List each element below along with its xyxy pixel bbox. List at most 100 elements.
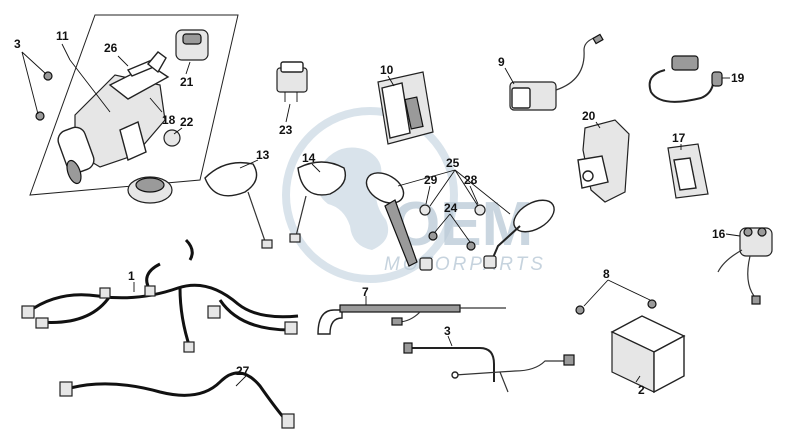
ignition-cylinder <box>57 126 95 174</box>
sub-harness <box>59 371 295 429</box>
lock-set-frame <box>29 14 239 196</box>
fuse-box-lid <box>673 157 697 191</box>
ignition-key-slot <box>66 159 82 185</box>
harness-trunk <box>27 283 299 319</box>
coil-cable <box>648 69 714 103</box>
spark-plug-cable <box>317 304 506 335</box>
callout-19: 19 <box>731 71 745 85</box>
callout-2: 2 <box>638 383 645 397</box>
flasher-front <box>511 87 531 109</box>
callout-24: 24 <box>444 201 458 215</box>
relay <box>276 61 308 102</box>
main-harness <box>21 238 299 353</box>
battery-cable-ring <box>451 371 459 379</box>
mirror-washer-24b <box>466 241 476 251</box>
fuel-cap-top <box>135 177 165 193</box>
battery-cable-lower <box>454 360 565 376</box>
callout-26: 26 <box>104 41 118 55</box>
mount-screw-b <box>35 111 45 121</box>
leader-lines <box>21 43 741 387</box>
harness-branch-a <box>39 295 112 324</box>
lock-knob <box>163 129 181 147</box>
battery <box>575 299 686 394</box>
callout-21: 21 <box>180 75 194 89</box>
callout-29: 29 <box>424 173 438 187</box>
callout-10: 10 <box>380 63 394 77</box>
cdi-face <box>381 82 411 139</box>
callout-23: 23 <box>279 123 293 137</box>
callout-3-lock: 3 <box>14 37 21 51</box>
callout-7: 7 <box>362 285 369 299</box>
callout-28: 28 <box>464 173 478 187</box>
spark-plug-terminal <box>391 317 403 326</box>
harness-plug-d <box>207 305 221 319</box>
starter-relay <box>577 119 630 203</box>
sub-harness-plug-b <box>281 413 295 429</box>
coil-cap <box>711 71 723 87</box>
flasher-relay <box>509 33 604 111</box>
relay-top <box>280 61 304 73</box>
callout-16: 16 <box>712 227 726 241</box>
mirror-assembly-left <box>365 172 433 271</box>
regulator <box>717 227 773 305</box>
starter-relay-housing <box>577 155 609 189</box>
mirror-assembly-left-arm <box>384 199 418 267</box>
harness-plug-c <box>284 321 298 335</box>
starter-relay-hole <box>582 170 594 182</box>
mirror-left-glass <box>204 161 258 197</box>
callout-20: 20 <box>582 109 596 123</box>
mirror-right <box>289 161 347 243</box>
mirror-assembly-right-glass <box>513 199 555 233</box>
harness-branch-c <box>218 299 291 332</box>
battery-cable-loop <box>410 347 495 382</box>
sub-harness-plug-a <box>59 381 73 397</box>
callout-14: 14 <box>302 151 316 165</box>
spark-plug-lead <box>339 304 461 313</box>
mirror-small-parts <box>419 204 486 251</box>
harness-plug-b <box>35 317 49 329</box>
mirror-left-base <box>261 239 273 249</box>
watermark-logo-text: OEM <box>392 190 533 259</box>
mirror-bolt-29 <box>419 204 431 216</box>
watermark-globe-ring <box>282 107 458 283</box>
harness-plug-a <box>21 305 35 319</box>
battery-cable-branch <box>499 371 509 393</box>
mirror-assembly-left-nut <box>419 257 433 271</box>
ignition-coil <box>648 55 723 103</box>
callout-8: 8 <box>603 267 610 281</box>
flasher-terminal <box>592 33 604 45</box>
mirror-right-base <box>289 233 301 243</box>
mirror-left <box>204 161 273 249</box>
callout-18: 18 <box>162 113 176 127</box>
mirror-bolt-28 <box>474 204 486 216</box>
cdi-connector <box>404 96 424 130</box>
callout-17: 17 <box>672 131 686 145</box>
mirror-assembly-left-glass <box>365 172 405 204</box>
seat-lock-cap-top <box>182 33 202 45</box>
callout-3-cable: 3 <box>444 324 451 338</box>
spark-plug-cap <box>317 309 343 335</box>
battery-cable-terminal-a <box>403 342 413 354</box>
harness-plug-f <box>99 287 111 299</box>
mirror-left-stem <box>247 191 267 245</box>
battery-cable <box>403 342 575 393</box>
ignition-lock-set <box>29 14 239 204</box>
regulator-wire-b <box>747 255 755 297</box>
harness-plug-e <box>183 341 195 353</box>
mirror-assembly-right-arm <box>491 225 521 261</box>
harness-plug-g <box>144 285 156 297</box>
callout-27: 27 <box>236 364 250 378</box>
coil-body <box>671 55 699 71</box>
mirror-right-glass <box>297 161 347 196</box>
mirror-assembly-right-nut <box>483 255 497 269</box>
battery-bolt-a <box>575 305 585 315</box>
regulator-wire-a <box>717 249 743 273</box>
callout-25: 25 <box>446 156 460 170</box>
sub-harness-cable <box>69 371 286 419</box>
flasher-wire <box>555 37 595 91</box>
harness-branch-d <box>184 238 194 261</box>
mirror-washer-24a <box>428 231 438 241</box>
battery-side <box>653 334 685 394</box>
fuse-box <box>667 143 709 199</box>
